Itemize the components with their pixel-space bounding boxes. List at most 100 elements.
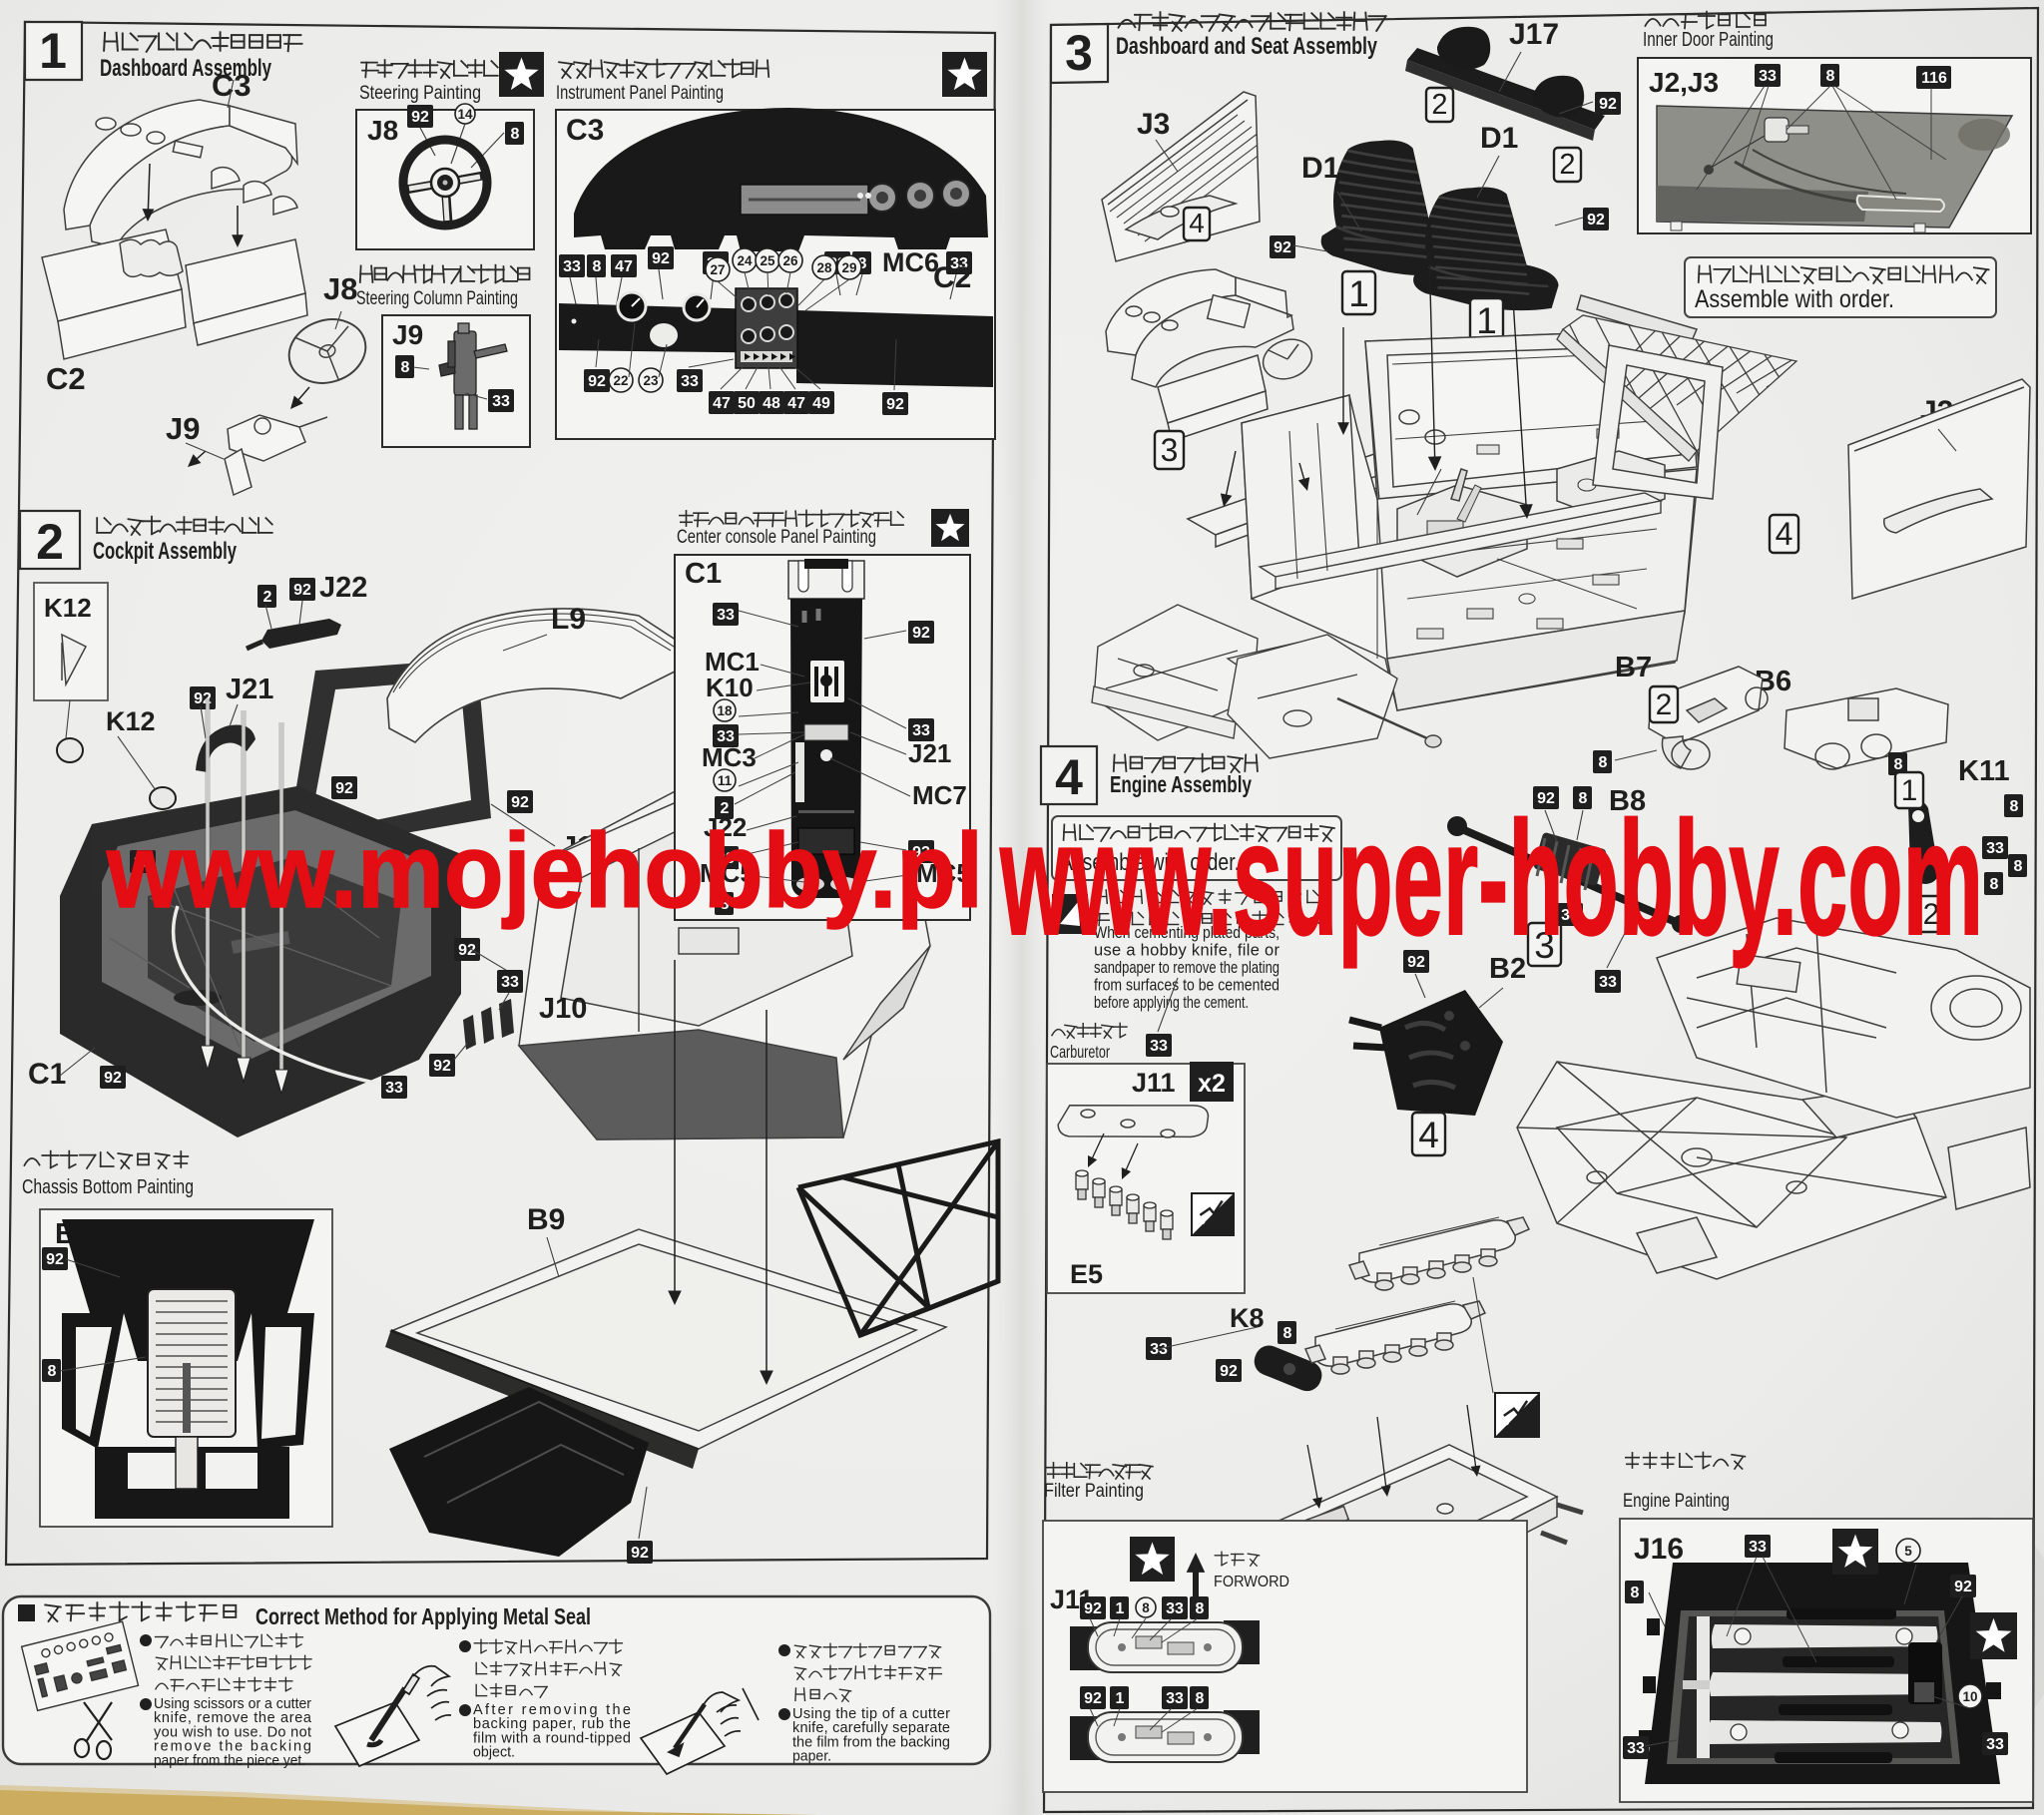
svg-text:J9: J9 (392, 319, 423, 350)
svg-text:3: 3 (1065, 25, 1093, 81)
svg-text:J22: J22 (704, 812, 747, 842)
svg-text:2: 2 (36, 514, 64, 570)
svg-text:C3: C3 (212, 68, 252, 103)
svg-text:paper.: paper. (792, 1749, 831, 1765)
svg-text:D1: D1 (1301, 152, 1339, 185)
svg-text:1: 1 (1901, 774, 1918, 807)
svg-text:Cockpit Assembly: Cockpit Assembly (93, 538, 237, 565)
svg-text:2: 2 (263, 589, 272, 606)
svg-text:24: 24 (737, 253, 753, 268)
svg-text:2: 2 (721, 800, 730, 817)
svg-text:1: 1 (1348, 273, 1369, 314)
svg-text:8: 8 (1894, 756, 1903, 773)
svg-text:2: 2 (1923, 898, 1940, 931)
svg-text:92: 92 (1587, 212, 1605, 228)
svg-text:Using the tip of a cutter: Using the tip of a cutter (792, 1706, 950, 1722)
svg-text:8: 8 (1283, 1325, 1292, 1342)
svg-text:92: 92 (458, 942, 476, 959)
svg-text:B7: B7 (1615, 652, 1652, 683)
svg-text:object.: object. (473, 1745, 515, 1761)
svg-text:J16: J16 (1634, 1533, 1684, 1566)
svg-text:23: 23 (643, 373, 659, 388)
svg-text:paper from the piece yet.: paper from the piece yet. (154, 1753, 305, 1769)
svg-text:8: 8 (48, 1363, 57, 1380)
svg-text:116: 116 (1921, 70, 1947, 87)
svg-text:92: 92 (912, 625, 930, 642)
svg-text:1: 1 (1476, 300, 1497, 341)
svg-text:8: 8 (721, 896, 730, 913)
svg-text:33: 33 (717, 728, 735, 745)
svg-text:Assemble with order.: Assemble with order. (1695, 285, 1894, 313)
svg-text:Dashboard and Seat Assembly: Dashboard and Seat Assembly (1116, 33, 1377, 60)
svg-text:92: 92 (511, 794, 529, 811)
svg-text:33: 33 (385, 1080, 403, 1097)
svg-text:3: 3 (1534, 925, 1555, 966)
svg-text:J11: J11 (1132, 1068, 1176, 1098)
svg-text:knife, carefully separate: knife, carefully separate (792, 1720, 950, 1736)
svg-text:33: 33 (1150, 1341, 1168, 1358)
svg-text:J21: J21 (226, 674, 273, 705)
svg-text:92: 92 (1407, 954, 1425, 971)
svg-text:28: 28 (816, 260, 832, 275)
svg-text:92: 92 (886, 396, 904, 413)
svg-text:33: 33 (492, 393, 510, 410)
svg-text:J8: J8 (367, 115, 398, 146)
svg-text:the film from the backing: the film from the backing (792, 1734, 950, 1750)
svg-text:Carburetor: Carburetor (1050, 1042, 1110, 1062)
svg-text:92: 92 (411, 109, 429, 126)
svg-text:92: 92 (912, 844, 930, 861)
svg-text:sandpaper to remove the platin: sandpaper to remove the plating (1094, 959, 1279, 977)
svg-text:Correct Method for Applying Me: Correct Method for Applying Metal Seal (256, 1603, 591, 1629)
svg-text:33: 33 (1166, 1690, 1184, 1707)
svg-text:92: 92 (104, 1070, 122, 1087)
svg-text:before applying the cement.: before applying the cement. (1094, 994, 1249, 1012)
svg-text:22: 22 (613, 373, 628, 388)
svg-text:K12: K12 (106, 706, 156, 736)
svg-text:D1: D1 (1480, 122, 1518, 155)
svg-text:1: 1 (1116, 1690, 1125, 1707)
svg-text:92: 92 (1954, 1579, 1972, 1595)
svg-text:J8: J8 (323, 271, 357, 306)
svg-text:C1: C1 (28, 1058, 66, 1091)
svg-text:33: 33 (1749, 1539, 1767, 1556)
svg-text:4: 4 (1418, 1115, 1439, 1155)
svg-text:K8: K8 (1230, 1303, 1265, 1333)
svg-text:J17: J17 (1509, 18, 1559, 51)
svg-text:C1: C1 (685, 558, 722, 590)
svg-text:MC5: MC5 (700, 858, 755, 888)
svg-text:www.mojehobby.pl: www.mojehobby.pl (106, 812, 983, 930)
svg-text:Steering Painting: Steering Painting (359, 82, 481, 104)
svg-text:Assemble with order.: Assemble with order. (1060, 849, 1240, 876)
svg-text:C2: C2 (933, 261, 971, 294)
svg-text:2: 2 (1431, 89, 1447, 121)
svg-text:Inner Door Painting: Inner Door Painting (1643, 29, 1774, 51)
svg-text:33: 33 (1166, 1600, 1184, 1617)
svg-text:Instrument Panel Painting: Instrument Panel Painting (556, 82, 724, 104)
svg-text:FORWORD: FORWORD (1214, 1574, 1289, 1590)
svg-text:8: 8 (511, 126, 520, 143)
svg-text:8: 8 (1599, 754, 1608, 771)
svg-text:92: 92 (1537, 790, 1555, 807)
svg-text:10: 10 (1962, 1689, 1977, 1704)
svg-text:8: 8 (1826, 68, 1835, 85)
svg-text:film with a round-tipped: film with a round-tipped (473, 1730, 631, 1746)
svg-text:8: 8 (1631, 1585, 1640, 1601)
svg-text:B2: B2 (1489, 953, 1526, 985)
svg-text:Steering Column Painting: Steering Column Painting (356, 287, 518, 309)
svg-text:92: 92 (1084, 1600, 1102, 1617)
svg-text:Filter Painting: Filter Painting (1044, 1481, 1144, 1502)
svg-text:33: 33 (134, 854, 152, 871)
svg-text:C3: C3 (566, 114, 604, 147)
svg-text:8: 8 (401, 359, 410, 376)
svg-text:J9: J9 (166, 411, 200, 446)
svg-text:8: 8 (858, 255, 867, 272)
svg-text:26: 26 (782, 253, 798, 268)
svg-text:8: 8 (1196, 1690, 1205, 1707)
svg-text:MC7: MC7 (912, 780, 967, 810)
svg-text:5: 5 (1904, 1544, 1912, 1559)
svg-text:When cementing plated parts,: When cementing plated parts, (1094, 924, 1279, 942)
svg-text:92: 92 (1084, 1690, 1102, 1707)
svg-text:33: 33 (1627, 1740, 1645, 1757)
svg-text:Engine Painting: Engine Painting (1623, 1491, 1730, 1512)
svg-text:J10: J10 (539, 993, 587, 1025)
